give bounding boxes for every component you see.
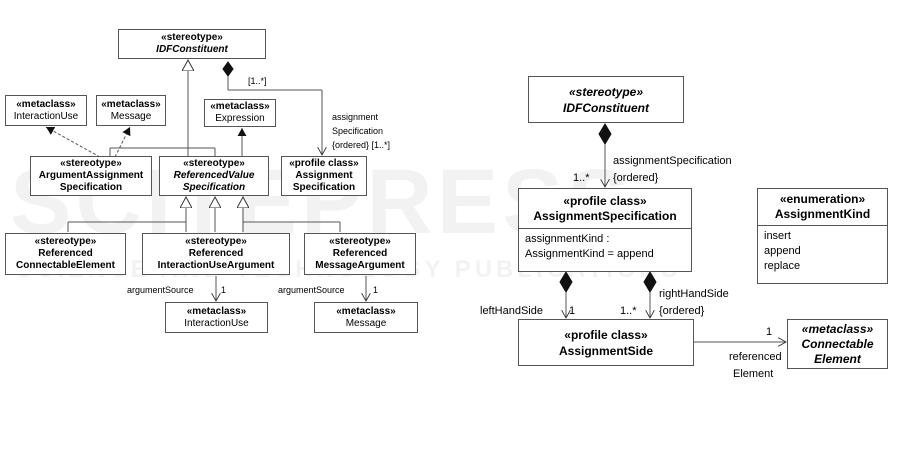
mult-label-1: 1..* — [573, 172, 590, 184]
assignment-kind-enumeration: «enumeration» AssignmentKind insert appe… — [757, 188, 888, 284]
enum-literal: append — [764, 245, 801, 257]
argument-assignment-specification: «stereotype» ArgumentAssignment Specific… — [30, 156, 152, 196]
stereotype-label: «metaclass» — [210, 101, 270, 112]
idf-constituent-right: «stereotype» IDFConstituent — [528, 76, 684, 123]
literal-compartment: insert append replace — [758, 226, 887, 274]
stereotype-label: «stereotype» — [568, 84, 644, 99]
stereotype-label: «enumeration» — [779, 192, 866, 206]
stereotype-label: «stereotype» — [329, 236, 391, 247]
class-name: InteractionUse — [184, 317, 249, 329]
class-name: Message — [345, 317, 387, 329]
ordered-label-1: {ordered} — [613, 172, 659, 184]
argument-source-label-2: argumentSource — [278, 285, 345, 295]
stereotype-label: «metaclass» — [16, 98, 76, 110]
assignment-label-2: Specification — [332, 126, 384, 136]
mult-one-label-2: 1 — [373, 285, 379, 295]
ordered-label-2: {ordered} — [659, 305, 705, 317]
metaclass-interactionuse-bottom: «metaclass» InteractionUse — [165, 302, 268, 333]
stereotype-label: «profile class» — [289, 158, 359, 169]
left-hand-side-role: leftHandSide — [480, 305, 543, 317]
stereotype-label: «metaclass» — [101, 98, 161, 110]
assignment-specification-right: «profile class» AssignmentSpecification … — [518, 188, 692, 272]
connectable-element-metaclass: «metaclass» Connectable Element — [787, 319, 888, 369]
stereotype-label: «profile class» — [564, 327, 648, 342]
attribute-line-1: assignmentKind : — [525, 233, 610, 245]
referenced-connectable-element: «stereotype» Referenced ConnectableEleme… — [5, 233, 126, 275]
attribute-line-2: AssignmentKind = append — [525, 248, 654, 260]
stereotype-label: «metaclass» — [801, 321, 874, 336]
class-name-2: Specification — [292, 182, 356, 193]
assignment-specification-role: assignmentSpecification — [613, 155, 732, 167]
class-header: «profile class» AssignmentSpecification — [519, 189, 691, 229]
class-name-2: ConnectableElement — [16, 260, 115, 271]
mult-one-ce: 1 — [766, 326, 773, 338]
mult-label-2: 1..* — [620, 305, 637, 317]
attribute-compartment: assignmentKind : AssignmentKind = append — [519, 229, 691, 262]
class-name-1: Referenced — [188, 248, 244, 259]
stereotype-label: «metaclass» — [186, 305, 247, 317]
referenced-label-2: Element — [733, 368, 774, 380]
argument-source-label-1: argumentSource — [127, 285, 194, 295]
class-name-2: InteractionUseArgument — [157, 260, 275, 271]
enum-name: AssignmentKind — [774, 207, 871, 221]
assignment-side: «profile class» AssignmentSide — [518, 319, 694, 366]
stereotype-label: «metaclass» — [336, 305, 396, 317]
enum-header: «enumeration» AssignmentKind — [758, 189, 887, 226]
class-name: InteractionUse — [13, 110, 79, 122]
class-name-1: Referenced — [38, 248, 93, 259]
assignment-label-1: assignment — [332, 112, 379, 122]
class-name-1: Connectable — [801, 336, 874, 351]
class-name: AssignmentSpecification — [533, 208, 677, 223]
mult-one-label-1: 1 — [221, 285, 227, 295]
idf-constituent-left: «stereotype» IDFConstituent — [118, 29, 266, 59]
class-name-2: MessageArgument — [315, 260, 405, 271]
metaclass-message-bottom: «metaclass» Message — [314, 302, 418, 333]
stereotype-label: «stereotype» — [161, 32, 223, 43]
right-hand-side-role: rightHandSide — [659, 288, 729, 300]
referenced-message-argument: «stereotype» Referenced MessageArgument — [304, 233, 416, 275]
assignment-specification-left: «profile class» Assignment Specification — [281, 156, 367, 196]
stereotype-label: «stereotype» — [183, 158, 245, 169]
stereotype-label: «stereotype» — [34, 236, 97, 247]
class-name: AssignmentSide — [558, 343, 654, 358]
enum-literal: insert — [764, 230, 791, 242]
class-name-1: ReferencedValue — [173, 170, 255, 181]
metaclass-message: «metaclass» Message — [96, 95, 166, 126]
class-name-2: Specification — [182, 182, 246, 193]
stereotype-label: «stereotype» — [185, 236, 247, 247]
metaclass-interactionuse: «metaclass» InteractionUse — [5, 95, 87, 126]
class-name-2: Element — [814, 351, 861, 366]
enum-literal: replace — [764, 260, 801, 272]
referenced-label-1: referenced — [729, 351, 782, 363]
metaclass-expression: «metaclass» Expression — [204, 99, 276, 127]
class-name: Message — [110, 110, 152, 122]
class-name: IDFConstituent — [563, 100, 649, 115]
class-name-1: Referenced — [332, 248, 388, 259]
stereotype-label: «stereotype» — [60, 158, 122, 169]
class-name: Expression — [215, 113, 265, 124]
referenced-value-specification: «stereotype» ReferencedValue Specificati… — [159, 156, 269, 196]
assignment-label-3: {ordered} [1..*] — [332, 140, 391, 150]
class-name-1: ArgumentAssignment — [38, 170, 144, 181]
mult-one-lhs: 1 — [569, 305, 576, 317]
ext-aas-iu — [45, 126, 101, 158]
class-name-1: Assignment — [295, 170, 353, 181]
class-name: IDFConstituent — [156, 44, 228, 55]
class-name-2: Specification — [59, 182, 123, 193]
mult-top-label: [1..*] — [248, 76, 267, 86]
referenced-interaction-use-argument: «stereotype» Referenced InteractionUseAr… — [142, 233, 290, 275]
stereotype-label: «profile class» — [563, 193, 647, 208]
ext-aas-msg — [114, 126, 131, 158]
